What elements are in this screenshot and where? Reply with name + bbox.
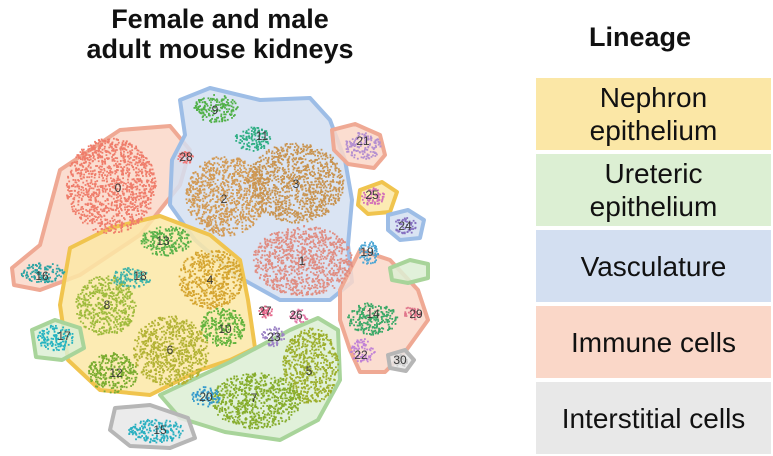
cluster-label-11: 11 bbox=[256, 129, 269, 143]
lineage-region bbox=[30, 318, 86, 362]
legend-interstitial-cells: Interstitial cells bbox=[536, 382, 771, 454]
cluster-27-points bbox=[258, 305, 273, 319]
cluster-6-points bbox=[133, 315, 210, 387]
cluster-label-10: 10 bbox=[218, 322, 232, 336]
legend-nephron-epithelium: Nephron epithelium bbox=[536, 78, 771, 150]
figure-title-line1: Female and male bbox=[111, 4, 329, 34]
cluster-9-points bbox=[193, 94, 239, 124]
cluster-29-points bbox=[404, 306, 422, 321]
legend-label: epithelium bbox=[589, 191, 718, 222]
cluster-label-14: 14 bbox=[366, 307, 380, 321]
cluster-15-points bbox=[128, 418, 184, 444]
cluster-14-points bbox=[347, 302, 399, 336]
cluster-label-23: 23 bbox=[267, 330, 281, 344]
cluster-label-21: 21 bbox=[356, 134, 370, 148]
cluster-16-points bbox=[20, 262, 66, 284]
umap-plot: 0123456789101112131415161718192021222324… bbox=[10, 86, 430, 450]
cluster-label-27: 27 bbox=[258, 304, 272, 318]
legend-label: Ureteric bbox=[604, 158, 703, 189]
cluster-20-points bbox=[191, 386, 221, 408]
cluster-label-4: 4 bbox=[207, 273, 214, 287]
legend-label: epithelium bbox=[589, 115, 718, 146]
cluster-25-points bbox=[361, 187, 385, 206]
cluster-label-22: 22 bbox=[354, 348, 368, 362]
cluster-3-points bbox=[247, 142, 345, 224]
cluster-12-points bbox=[88, 352, 139, 394]
cluster-label-2: 2 bbox=[221, 192, 228, 206]
cluster-17-points bbox=[37, 324, 74, 352]
lineage-region bbox=[388, 258, 430, 285]
cluster-label-7: 7 bbox=[251, 391, 258, 405]
figure-title: Female and male adult mouse kidneys bbox=[20, 4, 420, 64]
cluster-label-28: 28 bbox=[179, 150, 193, 164]
cluster-label-0: 0 bbox=[115, 181, 122, 195]
cluster-13-points bbox=[140, 226, 192, 257]
cluster-label-17: 17 bbox=[57, 329, 71, 343]
cluster-label-13: 13 bbox=[156, 234, 170, 248]
cluster-label-15: 15 bbox=[153, 423, 167, 437]
cluster-label-6: 6 bbox=[167, 343, 174, 357]
lineage-region bbox=[386, 208, 426, 242]
legend-label: Vasculature bbox=[580, 250, 727, 282]
cluster-4-points bbox=[178, 249, 243, 310]
legend-label: Nephron bbox=[599, 82, 708, 113]
cluster-labels: 0123456789101112131415161718192021222324… bbox=[35, 103, 423, 437]
cluster-11-points bbox=[234, 126, 272, 152]
cluster-1-points bbox=[252, 225, 353, 297]
cluster-26-points bbox=[289, 308, 309, 324]
cluster-22-points bbox=[350, 338, 376, 363]
cluster-2-points bbox=[185, 156, 266, 237]
cluster-19-points bbox=[358, 240, 379, 265]
cluster-label-5: 5 bbox=[306, 364, 313, 378]
cluster-label-8: 8 bbox=[104, 298, 111, 312]
cluster-28-points bbox=[177, 151, 194, 164]
legend-label: Interstitial cells bbox=[561, 402, 746, 434]
cluster-18-points bbox=[110, 267, 151, 289]
cluster-5-points bbox=[282, 327, 340, 404]
cluster-23-points bbox=[261, 326, 285, 348]
cluster-7-points bbox=[210, 372, 301, 430]
legend-immune-cells: Immune cells bbox=[536, 306, 771, 378]
cluster-label-18: 18 bbox=[133, 269, 147, 283]
cluster-label-3: 3 bbox=[293, 177, 300, 191]
cluster-label-25: 25 bbox=[365, 188, 379, 202]
cluster-10-points bbox=[200, 307, 246, 347]
cluster-label-29: 29 bbox=[409, 307, 423, 321]
cluster-8-points bbox=[75, 275, 137, 336]
legend-ureteric-epithelium: Ureteric epithelium bbox=[536, 154, 771, 226]
legend-title: Lineage bbox=[588, 22, 692, 52]
cluster-30-points bbox=[393, 354, 408, 367]
cluster-label-9: 9 bbox=[212, 103, 219, 117]
cluster-points bbox=[20, 94, 422, 444]
cluster-label-30: 30 bbox=[393, 353, 407, 367]
cluster-label-26: 26 bbox=[289, 308, 303, 322]
legend-label: Immune cells bbox=[571, 326, 736, 358]
lineage-region bbox=[158, 316, 342, 442]
cluster-label-20: 20 bbox=[199, 390, 213, 404]
cluster-0-points bbox=[65, 137, 157, 234]
cluster-label-19: 19 bbox=[360, 245, 374, 259]
cluster-label-24: 24 bbox=[398, 219, 412, 233]
cluster-label-16: 16 bbox=[35, 269, 49, 283]
cluster-label-1: 1 bbox=[299, 254, 306, 268]
cluster-label-12: 12 bbox=[109, 366, 123, 380]
cluster-24-points bbox=[395, 217, 417, 235]
cluster-21-points bbox=[345, 132, 382, 160]
figure-title-line2: adult mouse kidneys bbox=[86, 34, 354, 64]
legend-vasculature: Vasculature bbox=[536, 230, 771, 302]
